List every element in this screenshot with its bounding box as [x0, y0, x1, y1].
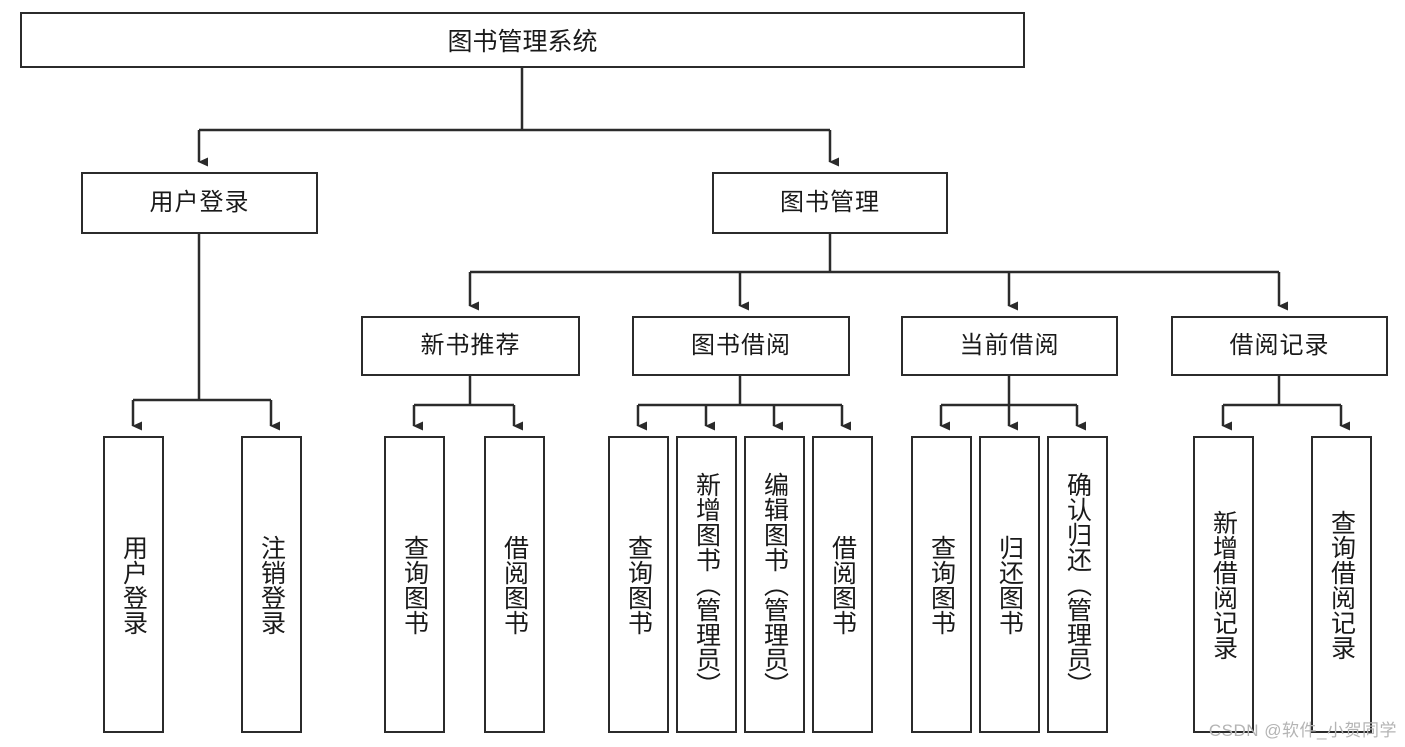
leaf-borrow-book-recommend[interactable]: 借阅图书 [484, 436, 545, 733]
leaf-confirm-return-admin[interactable]: 确认归还（管理员） [1047, 436, 1108, 733]
node-label: 查询借阅记录 [1327, 509, 1356, 660]
leaf-query-book-recommend[interactable]: 查询图书 [384, 436, 445, 733]
leaf-edit-book-admin[interactable]: 编辑图书（管理员） [744, 436, 805, 733]
leaf-query-borrow-record[interactable]: 查询借阅记录 [1311, 436, 1372, 733]
leaf-user-login[interactable]: 用户登录 [103, 436, 164, 733]
node-user-login[interactable]: 用户登录 [81, 172, 318, 234]
node-label: 编辑图书（管理员） [760, 472, 789, 697]
leaf-return-book[interactable]: 归还图书 [979, 436, 1040, 733]
node-label: 确认归还（管理员） [1063, 472, 1092, 697]
node-label: 图书管理 [780, 188, 880, 216]
node-book-management[interactable]: 图书管理 [712, 172, 948, 234]
node-current-borrow[interactable]: 当前借阅 [901, 316, 1118, 376]
node-label: 图书借阅 [691, 331, 791, 359]
node-label: 用户登录 [119, 534, 148, 635]
node-new-book-recommend[interactable]: 新书推荐 [361, 316, 580, 376]
node-book-borrow[interactable]: 图书借阅 [632, 316, 850, 376]
node-label: 查询图书 [624, 534, 653, 635]
leaf-add-book-admin[interactable]: 新增图书（管理员） [676, 436, 737, 733]
node-label: 借阅图书 [828, 534, 857, 635]
node-label: 查询图书 [927, 534, 956, 635]
leaf-add-borrow-record[interactable]: 新增借阅记录 [1193, 436, 1254, 733]
node-label: 新增图书（管理员） [692, 472, 721, 697]
node-label: 图书管理系统 [447, 28, 598, 56]
leaf-borrow-book[interactable]: 借阅图书 [812, 436, 873, 733]
node-label: 新增借阅记录 [1209, 509, 1238, 660]
node-label: 归还图书 [995, 534, 1024, 635]
node-root-book-management-system[interactable]: 图书管理系统 [20, 12, 1025, 68]
node-label: 当前借阅 [959, 331, 1060, 359]
node-label: 借阅记录 [1229, 331, 1330, 359]
leaf-query-book-borrow[interactable]: 查询图书 [608, 436, 669, 733]
watermark-csdn: CSDN @软件_小贺同学 [1208, 721, 1397, 740]
node-label: 注销登录 [257, 534, 286, 635]
node-borrow-record[interactable]: 借阅记录 [1171, 316, 1388, 376]
node-label: 借阅图书 [500, 534, 529, 635]
leaf-user-logout[interactable]: 注销登录 [241, 436, 302, 733]
node-label: 新书推荐 [420, 331, 521, 359]
node-label: 查询图书 [400, 534, 429, 635]
node-label: 用户登录 [149, 188, 250, 216]
leaf-query-book-current[interactable]: 查询图书 [911, 436, 972, 733]
